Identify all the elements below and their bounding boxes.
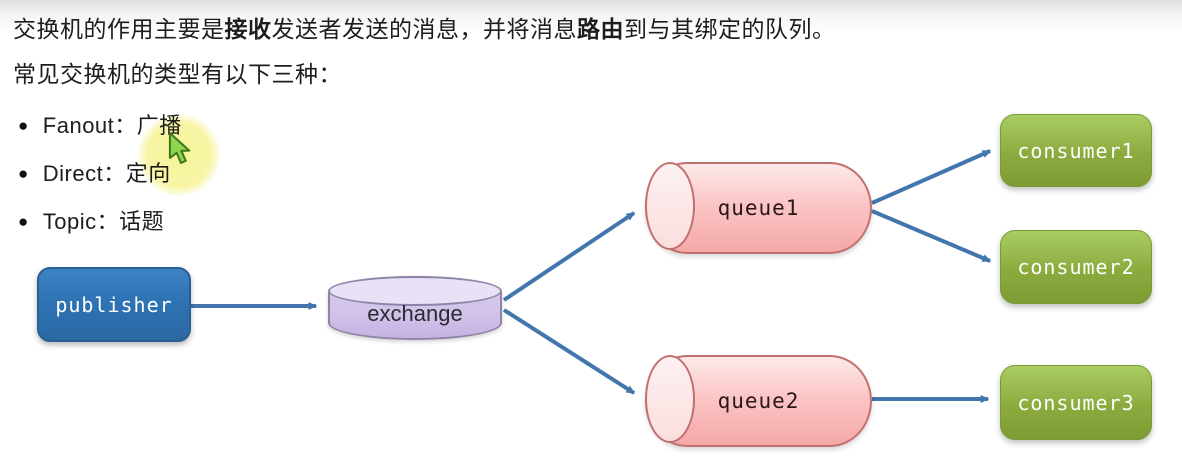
bullet-icon: ● (18, 163, 29, 183)
consumer1-label: consumer1 (1017, 138, 1135, 163)
arrow-exchange-queue1 (502, 211, 636, 302)
consumer3-label: consumer3 (1017, 390, 1135, 415)
publisher-node: publisher (37, 267, 191, 342)
bullet-icon: ● (18, 115, 29, 135)
intro-bold-receive: 接收 (224, 16, 272, 42)
bullet-item-fanout: ● Fanout：广播 (18, 108, 182, 140)
intro-line-1-text2: 发送者发送的消息，并将消息 (271, 16, 577, 42)
arrow-queue1-consumer2 (871, 209, 992, 263)
intro-line-1-text3: 到与其绑定的队列。 (624, 16, 836, 42)
consumer3-node: consumer3 (1000, 365, 1152, 440)
bullet-item-direct: ● Direct：定向 (18, 156, 171, 188)
publisher-label: publisher (55, 292, 173, 317)
exchange-label: exchange (367, 301, 463, 326)
bullet-label-fanout: Fanout：广播 (42, 113, 182, 138)
arrow-exchange-queue2 (502, 308, 636, 395)
consumer2-label: consumer2 (1017, 255, 1135, 279)
intro-line-1: 交换机的作用主要是接收发送者发送的消息，并将消息路由到与其绑定的队列。 (13, 14, 836, 44)
intro-line-1-text: 交换机的作用主要是 (13, 16, 225, 42)
intro-bold-route: 路由 (577, 16, 624, 42)
consumer2-node: consumer2 (1000, 230, 1152, 304)
queue1-node: queue1 (645, 162, 872, 254)
bullet-label-topic: Topic：话题 (42, 209, 165, 234)
queue1-label: queue1 (717, 196, 800, 220)
arrow-queue1-consumer1 (871, 149, 992, 205)
queue2-label: queue2 (717, 389, 800, 413)
exchange-node: exchange (328, 276, 502, 340)
intro-line-2: 常见交换机的类型有以下三种： (13, 61, 342, 87)
queue2-node: queue2 (645, 355, 872, 447)
consumer1-node: consumer1 (1000, 114, 1152, 187)
bullet-icon: ● (18, 211, 29, 231)
bullet-item-topic: ● Topic：话题 (18, 204, 164, 236)
bullet-label-direct: Direct：定向 (42, 161, 171, 186)
